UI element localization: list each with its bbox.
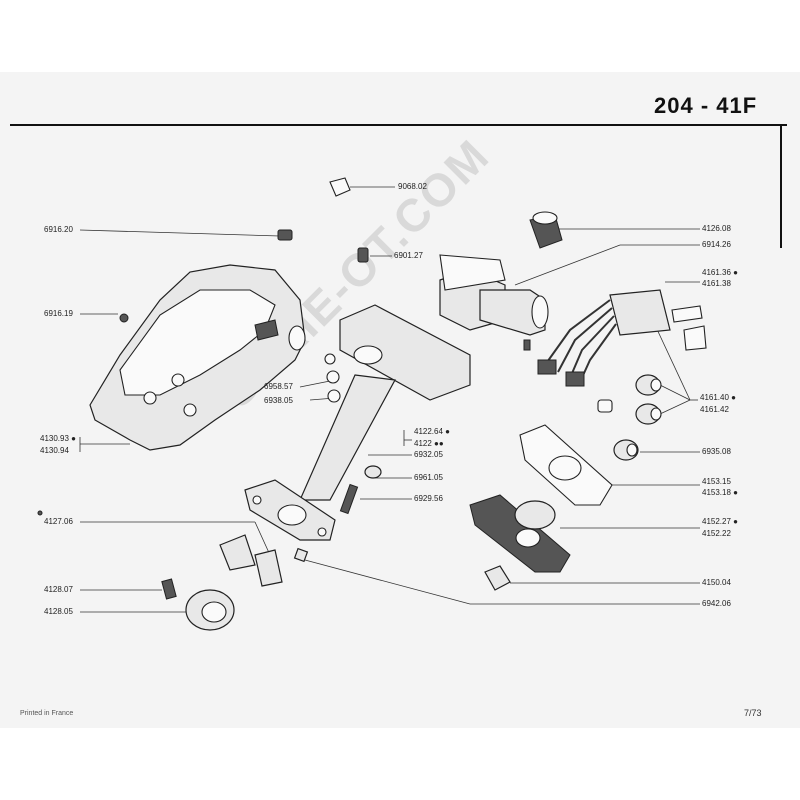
steering-column-shroud xyxy=(89,264,306,451)
part-label-6929-56: 6929.56 xyxy=(414,494,443,503)
rubber-boot xyxy=(469,494,571,573)
page-number: 7/73 xyxy=(744,708,762,718)
part-label-4126-08: 4126.08 xyxy=(702,224,731,233)
part-label-4161-36: 4161.36 ● xyxy=(702,268,738,277)
part-label-4161-42: 4161.42 xyxy=(700,405,729,414)
part-label-4128-05: 4128.05 xyxy=(44,607,73,616)
top-cap xyxy=(529,211,563,249)
part-label-6916-19: 6916.19 xyxy=(44,309,73,318)
part-label-6958-57: 6958.57 xyxy=(264,382,293,391)
part-label-4152-22: 4152.22 xyxy=(702,529,731,538)
part-label-6916-20: 6916.20 xyxy=(44,225,73,234)
header-side-rule xyxy=(780,124,782,248)
part-label-4152-27: 4152.27 ● xyxy=(702,517,738,526)
small-hardware xyxy=(119,177,531,403)
part-label-4153-15: 4153.15 xyxy=(702,477,731,486)
lower-components xyxy=(37,465,511,631)
leader-lines xyxy=(79,186,700,613)
part-label-4161-38: 4161.38 xyxy=(702,279,731,288)
part-label-6938-05: 6938.05 xyxy=(264,396,293,405)
part-label-4150-04: 4150.04 xyxy=(702,578,731,587)
part-label-4127-06: 4127.06 xyxy=(44,517,73,526)
part-label-6942-06: 6942.06 xyxy=(702,599,731,608)
part-label-4122: 4122 ●● xyxy=(414,439,444,448)
mounting-gasket xyxy=(519,424,613,506)
ignition-switch xyxy=(537,289,707,413)
printed-note: Printed in France xyxy=(20,710,74,717)
part-label-4122-64: 4122.64 ● xyxy=(414,427,450,436)
part-label-6914-26: 6914.26 xyxy=(702,240,731,249)
lock-barrels xyxy=(613,374,662,461)
part-label-4128-07: 4128.07 xyxy=(44,585,73,594)
part-label-6901-27: 6901.27 xyxy=(394,251,423,260)
part-label-6935-08: 6935.08 xyxy=(702,447,731,456)
part-label-6932-05: 6932.05 xyxy=(414,450,443,459)
part-label-4130-94: 4130.94 xyxy=(40,446,69,455)
part-label-4161-40: 4161.40 ● xyxy=(700,393,736,402)
header-rule xyxy=(10,124,787,126)
part-label-6961-05: 6961.05 xyxy=(414,473,443,482)
page-title: 204 - 41F xyxy=(654,93,758,118)
part-label-4130-93: 4130.93 ● xyxy=(40,434,76,443)
part-label-9068-02: 9068.02 xyxy=(398,182,427,191)
part-label-4153-18: 4153.18 ● xyxy=(702,488,738,497)
column-tube-assembly xyxy=(244,254,549,541)
